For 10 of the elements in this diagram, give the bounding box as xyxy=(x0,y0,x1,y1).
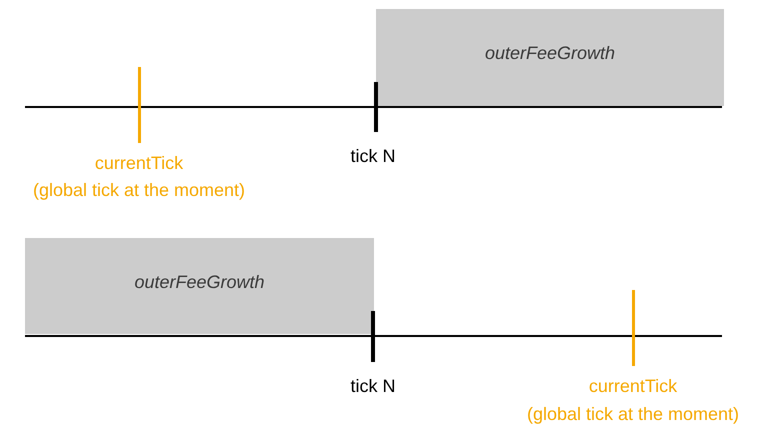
range-label: outerFeeGrowth xyxy=(484,43,616,64)
tick-label: (global tick at the moment) xyxy=(526,404,740,425)
range-label: outerFeeGrowth xyxy=(134,272,265,293)
tick-label: tick N xyxy=(350,376,396,397)
tick-label: currentTick xyxy=(94,153,184,174)
tick-label: tick N xyxy=(350,146,396,167)
range-box xyxy=(25,238,374,334)
tick-label: currentTick xyxy=(588,376,678,397)
tick-label: (global tick at the moment) xyxy=(32,180,246,201)
range-box xyxy=(376,9,724,106)
